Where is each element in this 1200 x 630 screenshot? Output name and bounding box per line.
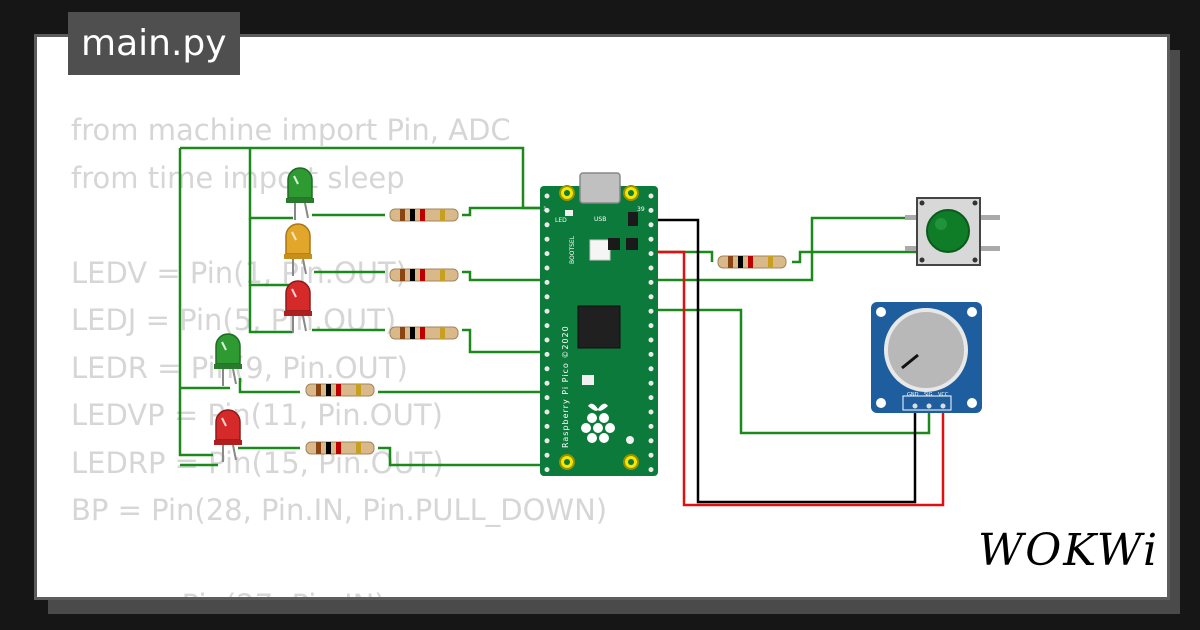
pin-hole[interactable] bbox=[543, 408, 551, 416]
pin-hole[interactable] bbox=[647, 466, 655, 474]
pin-hole[interactable] bbox=[543, 322, 551, 330]
pin-hole[interactable] bbox=[647, 350, 655, 358]
red-wire bbox=[650, 250, 945, 507]
gnd-label: GND bbox=[907, 392, 919, 398]
code-line: from time import sleep bbox=[71, 160, 405, 195]
board-name: Raspberry Pi Pico ©2020 bbox=[561, 325, 570, 448]
pin-hole[interactable] bbox=[647, 408, 655, 416]
resistor[interactable] bbox=[717, 255, 787, 269]
code-line: BP = Pin(28, Pin.IN, Pin.PULL_DOWN) bbox=[71, 493, 608, 527]
vcc-label: VCC bbox=[938, 392, 949, 398]
pin-hole[interactable] bbox=[647, 451, 655, 459]
bootsel-label: BOOTSEL bbox=[569, 235, 576, 264]
pin-hole[interactable] bbox=[543, 336, 551, 344]
pin-hole[interactable] bbox=[543, 192, 551, 200]
pin-1-label: 1 bbox=[543, 206, 547, 213]
pin-hole[interactable] bbox=[543, 264, 551, 272]
pin-hole[interactable] bbox=[647, 437, 655, 445]
pin-hole[interactable] bbox=[647, 365, 655, 373]
yellow-led[interactable] bbox=[283, 223, 313, 277]
led-label: LED bbox=[555, 217, 567, 224]
pin-hole[interactable] bbox=[543, 307, 551, 315]
pin-hole[interactable] bbox=[647, 422, 655, 430]
code-line: from machine import Pin, ADC bbox=[71, 113, 511, 147]
pin-hole[interactable] bbox=[543, 422, 551, 430]
code-line: LEDRP = Pin(15, Pin.OUT) bbox=[71, 445, 444, 480]
green-led[interactable] bbox=[285, 167, 315, 221]
pin-hole[interactable] bbox=[647, 235, 655, 243]
file-tab[interactable]: main.py bbox=[68, 12, 240, 75]
resistor[interactable] bbox=[389, 208, 459, 222]
potentiometer-knob[interactable] bbox=[884, 308, 968, 392]
onboard-led bbox=[565, 210, 573, 216]
wokwi-logo: WOKWi bbox=[978, 525, 1160, 576]
pin-hole[interactable] bbox=[543, 394, 551, 402]
usb-port bbox=[579, 172, 621, 204]
pin-hole[interactable] bbox=[543, 221, 551, 229]
pin-hole[interactable] bbox=[543, 379, 551, 387]
pin-hole[interactable] bbox=[647, 394, 655, 402]
pin-hole[interactable] bbox=[647, 192, 655, 200]
resistor[interactable] bbox=[305, 383, 375, 397]
resistor[interactable] bbox=[305, 441, 375, 455]
green-led[interactable] bbox=[213, 333, 243, 387]
black-wire bbox=[650, 218, 917, 504]
red-led[interactable] bbox=[283, 280, 313, 334]
pin-hole[interactable] bbox=[543, 437, 551, 445]
pin-hole[interactable] bbox=[543, 451, 551, 459]
pin-hole[interactable] bbox=[647, 264, 655, 272]
usb-label: USB bbox=[594, 216, 606, 223]
pin-hole[interactable] bbox=[647, 322, 655, 330]
pin-hole[interactable] bbox=[543, 235, 551, 243]
pin-hole[interactable] bbox=[543, 293, 551, 301]
pin-hole[interactable] bbox=[647, 206, 655, 214]
pin-hole[interactable] bbox=[647, 221, 655, 229]
pin-hole[interactable] bbox=[647, 278, 655, 286]
raspberry-logo-icon bbox=[581, 403, 615, 443]
pin-hole[interactable] bbox=[647, 336, 655, 344]
pin-header bbox=[543, 192, 655, 474]
pin-hole[interactable] bbox=[543, 206, 551, 214]
push-button[interactable] bbox=[905, 197, 1000, 266]
pin-hole[interactable] bbox=[543, 278, 551, 286]
file-tab-label: main.py bbox=[81, 23, 227, 64]
pin-hole[interactable] bbox=[647, 250, 655, 258]
resistor[interactable] bbox=[389, 268, 459, 282]
pin-hole[interactable] bbox=[647, 379, 655, 387]
potentiometer[interactable]: GND SIG VCC bbox=[871, 302, 982, 413]
pin-hole[interactable] bbox=[543, 250, 551, 258]
pin-hole[interactable] bbox=[647, 307, 655, 315]
pin-hole[interactable] bbox=[543, 365, 551, 373]
pin-hole[interactable] bbox=[543, 466, 551, 474]
pin-hole[interactable] bbox=[647, 293, 655, 301]
bootsel-button[interactable] bbox=[589, 239, 611, 261]
pico-board[interactable]: LED USB 1 39 BOOTSEL Raspberry Pi Pico ©… bbox=[540, 172, 658, 476]
code-line: ... ... Pin(27, Pin.IN) bbox=[71, 588, 385, 597]
code-line: LEDR = Pin(9, Pin.OUT) bbox=[71, 350, 408, 385]
rp2040-chip bbox=[577, 305, 621, 349]
red-led[interactable] bbox=[213, 409, 243, 463]
sig-label: SIG bbox=[924, 392, 933, 398]
resistor[interactable] bbox=[389, 326, 459, 340]
pin-39-label: 39 bbox=[637, 206, 645, 213]
pin-hole[interactable] bbox=[543, 350, 551, 358]
